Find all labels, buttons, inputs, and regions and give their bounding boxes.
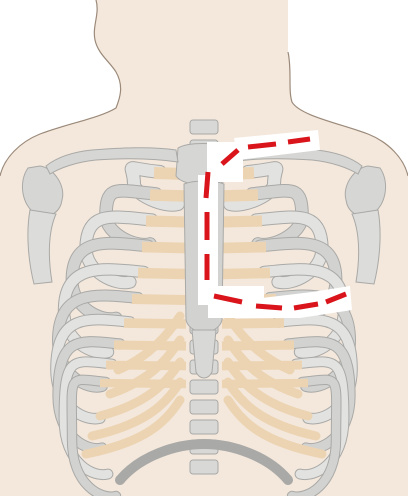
- vertebra: [190, 420, 218, 434]
- costal-cartilage: [222, 247, 266, 248]
- costal-cartilage: [146, 221, 186, 222]
- xiphoid-process: [192, 330, 216, 378]
- vertebra: [190, 380, 218, 394]
- costal-cartilage: [142, 247, 186, 248]
- costal-cartilage: [222, 383, 308, 384]
- costal-cartilage: [138, 273, 186, 274]
- costal-cartilage: [132, 299, 186, 300]
- costal-cartilage: [150, 195, 186, 196]
- costal-cartilage: [222, 273, 270, 274]
- costal-cartilage: [114, 345, 186, 346]
- costal-cartilage: [100, 383, 186, 384]
- costal-cartilage: [222, 195, 258, 196]
- costal-cartilage: [222, 365, 302, 366]
- vertebra: [190, 120, 218, 134]
- costal-cartilage: [124, 323, 186, 324]
- costal-cartilage: [106, 365, 186, 366]
- vertebra: [190, 400, 218, 414]
- costal-cartilage: [222, 323, 284, 324]
- costal-cartilage: [222, 221, 262, 222]
- costal-cartilage: [222, 345, 294, 346]
- vertebra: [190, 460, 218, 474]
